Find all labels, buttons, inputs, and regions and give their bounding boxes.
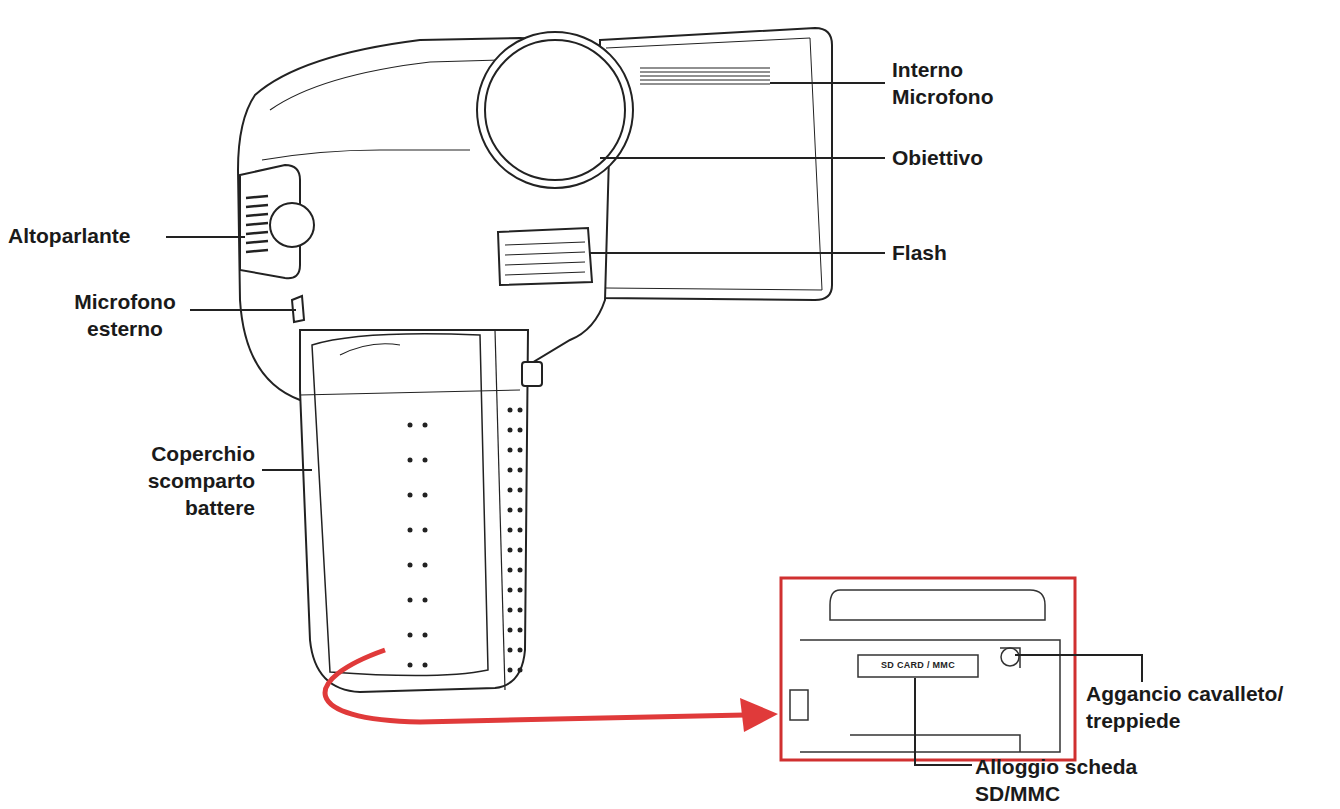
mic-grille (640, 68, 770, 84)
inset-bottom-view (790, 590, 1060, 752)
grip-edge (495, 330, 505, 690)
card-slot-print: SD CARD / MMC (862, 660, 974, 671)
grip-edge (300, 390, 520, 395)
speaker-grille (246, 196, 268, 252)
lcd-screen (600, 28, 832, 300)
flash-lines (505, 242, 585, 275)
speaker-button (270, 203, 314, 247)
head-contour (262, 150, 470, 160)
camera-grip (300, 330, 528, 692)
part-label: Flash (892, 239, 1012, 266)
part-label: Coperchio scomparto battere (100, 440, 255, 521)
lens-ring (477, 32, 633, 188)
cover-latch (340, 344, 400, 355)
part-label: Microfono esterno (55, 288, 195, 342)
inset-frame (781, 578, 1075, 760)
part-label: Interno Microfono (892, 56, 1012, 110)
part-label: Alloggio scheda SD/MMC (975, 753, 1175, 807)
part-label: Obiettivo (892, 144, 1052, 171)
part-label: Aggancio cavalleto/ treppiede (1086, 680, 1326, 734)
record-button (522, 362, 542, 386)
part-label: Altoparlante (8, 222, 168, 249)
head-contour (270, 60, 500, 110)
leader-lines (166, 83, 1142, 765)
curved-arrow (325, 650, 745, 722)
arrow-head (740, 698, 778, 732)
battery-cover (312, 334, 488, 676)
flash-unit (498, 228, 592, 285)
grip-dots (408, 408, 523, 673)
